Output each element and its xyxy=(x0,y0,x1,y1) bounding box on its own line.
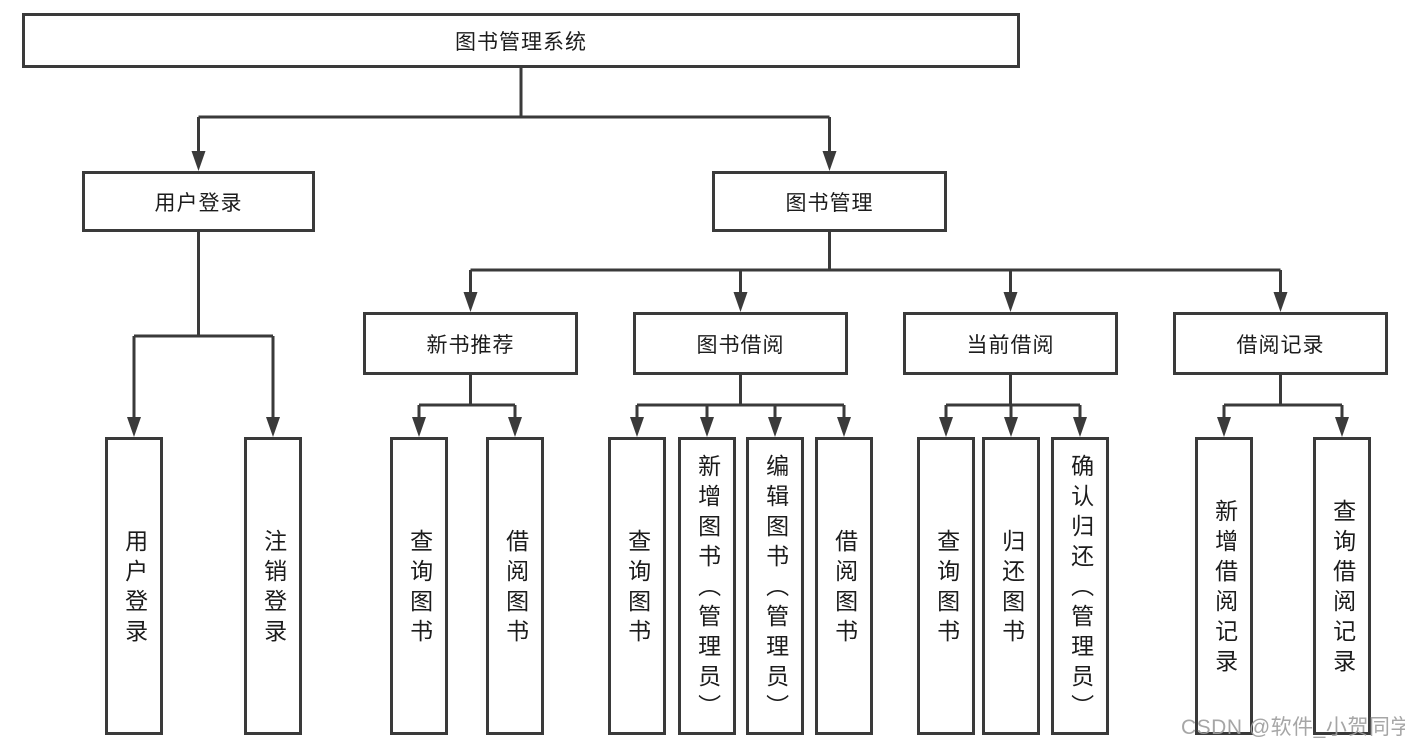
arrowheads xyxy=(127,151,1349,437)
leaf-query-books: 查询图书 xyxy=(917,437,975,735)
leaf-edit-books-admin: 编辑图书（管理员） xyxy=(746,437,804,735)
node-library-management-system: 图书管理系统 xyxy=(22,13,1020,68)
node-user-login: 用户登录 xyxy=(82,171,315,232)
leaf-confirm-return-admin: 确认归还（管理员） xyxy=(1051,437,1109,735)
leaf-borrow-books: 借阅图书 xyxy=(815,437,873,735)
leaf-add-borrow-record: 新增借阅记录 xyxy=(1195,437,1253,735)
leaf-query-books: 查询图书 xyxy=(390,437,448,735)
node-borrow-records: 借阅记录 xyxy=(1173,312,1388,375)
csdn-watermark: CSDN @软件_小贺同学 xyxy=(1181,716,1405,739)
node-book-borrow: 图书借阅 xyxy=(633,312,848,375)
leaf-return-books: 归还图书 xyxy=(982,437,1040,735)
leaf-add-books-admin: 新增图书（管理员） xyxy=(678,437,736,735)
leaf-user-login: 用户登录 xyxy=(105,437,163,735)
node-book-management: 图书管理 xyxy=(712,171,947,232)
leaf-query-books: 查询图书 xyxy=(608,437,666,735)
node-current-borrow: 当前借阅 xyxy=(903,312,1118,375)
leaf-query-borrow-record: 查询借阅记录 xyxy=(1313,437,1371,735)
node-new-book-recommend: 新书推荐 xyxy=(363,312,578,375)
leaf-borrow-books: 借阅图书 xyxy=(486,437,544,735)
leaf-logout: 注销登录 xyxy=(244,437,302,735)
